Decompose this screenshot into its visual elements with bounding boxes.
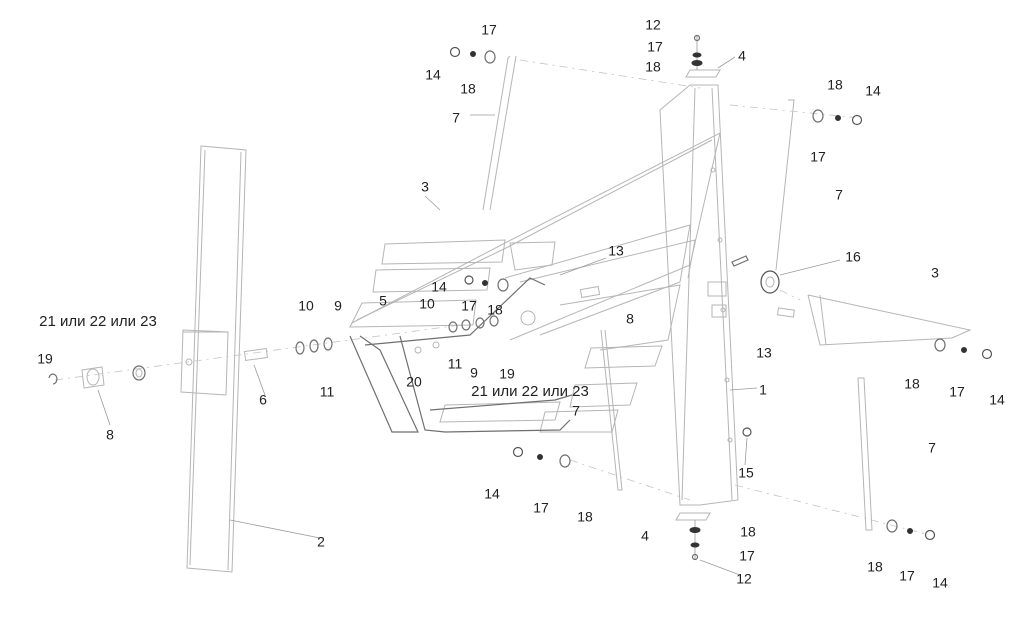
- callout-label: 13: [608, 243, 624, 259]
- rods-7: [482, 55, 931, 536]
- callout-label: 19: [499, 366, 515, 382]
- callout-label: 4: [641, 528, 649, 544]
- callout-label: 10: [419, 296, 435, 312]
- callout-label: 21 или 22 или 23: [39, 313, 157, 330]
- callout-label: 7: [928, 440, 936, 456]
- callout-label: 8: [106, 427, 114, 443]
- callout-label: 14: [431, 279, 447, 295]
- callout-label: 11: [320, 384, 335, 400]
- callout-label: 9: [470, 365, 478, 381]
- callout-label: 14: [932, 575, 948, 591]
- fastener-group-top-right: [812, 109, 863, 126]
- callout-label: 2: [317, 534, 325, 550]
- frame-top-stack: [691, 34, 703, 70]
- callout-label: 18: [740, 524, 756, 540]
- callout-label: 12: [736, 571, 752, 587]
- callout-label: 18: [827, 77, 843, 93]
- callout-label: 18: [487, 302, 503, 318]
- callout-label: 10: [298, 298, 314, 314]
- callout-label: 18: [577, 509, 593, 525]
- callout-label: 3: [931, 265, 939, 281]
- callout-label: 18: [460, 81, 476, 97]
- callout-label: 3: [421, 179, 429, 195]
- callout-label: 6: [259, 392, 267, 408]
- callout-label: 5: [379, 293, 387, 309]
- callout-label: 14: [484, 486, 500, 502]
- bolt-15: [742, 427, 752, 437]
- fastener-group-bottom-right: [886, 519, 936, 541]
- callout-label: 7: [572, 403, 580, 419]
- part-3-right-panel: [779, 289, 972, 346]
- callout-label: 7: [452, 110, 460, 126]
- callout-label: 11: [448, 356, 463, 372]
- callout-label: 17: [949, 384, 965, 400]
- part-3-guard-panel: [349, 132, 721, 341]
- left-fastener-chain: [48, 324, 461, 389]
- plate-4-top: [685, 69, 721, 78]
- frame-bottom-stack: [689, 520, 701, 561]
- callout-label: 16: [845, 249, 861, 265]
- callout-label: 20: [406, 374, 422, 390]
- callout-label: 17: [647, 39, 663, 55]
- part-16-nut: [731, 255, 795, 437]
- callout-label: 13: [756, 345, 772, 361]
- callout-label: 9: [334, 298, 342, 314]
- plate-4-bottom: [675, 512, 711, 521]
- callout-label: 17: [810, 149, 826, 165]
- callout-label: 18: [645, 59, 661, 75]
- panel-fasteners: [448, 275, 601, 333]
- callout-label: 8: [626, 311, 634, 327]
- fastener-group-bottom-mid: [512, 446, 571, 468]
- part-20-front-plate: [349, 277, 573, 433]
- callout-label: 15: [738, 465, 754, 481]
- callout-label: 1: [759, 382, 767, 398]
- callout-label: 21 или 22 или 23: [471, 383, 589, 400]
- leader-lines: [97, 56, 841, 576]
- callout-label: 4: [738, 48, 746, 64]
- callout-label: 18: [867, 559, 883, 575]
- callout-label: 14: [865, 83, 881, 99]
- callout-label: 19: [37, 351, 53, 367]
- fastener-group-right: [934, 338, 993, 360]
- callout-label: 17: [739, 548, 755, 564]
- fastener-group-top-left: [449, 46, 496, 64]
- part-8-bracket: [439, 224, 696, 433]
- callout-label: 7: [835, 187, 843, 203]
- callout-label: 14: [425, 67, 441, 83]
- callout-label: 14: [989, 392, 1005, 408]
- callout-label: 17: [481, 22, 497, 38]
- callout-label: 17: [899, 568, 915, 584]
- callout-label: 18: [904, 376, 920, 392]
- callout-label: 17: [533, 500, 549, 516]
- part-2-post: [180, 145, 247, 573]
- callout-label: 17: [461, 298, 477, 314]
- circlip-19: [48, 373, 58, 385]
- pin-8: [81, 366, 105, 389]
- part-1-central-frame: [659, 69, 739, 521]
- bushing-6: [243, 347, 269, 362]
- callout-label: 12: [645, 17, 661, 33]
